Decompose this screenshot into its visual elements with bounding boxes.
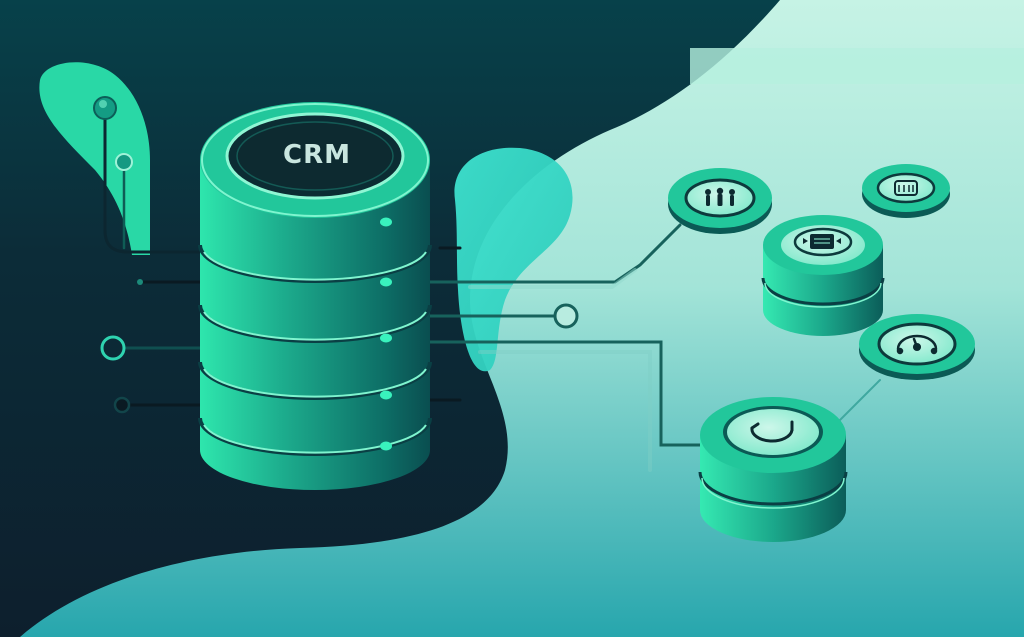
right-circuit-lines [428,223,881,472]
node-document [761,215,885,336]
sync-arrow-icon [750,420,794,443]
connector-ring-dot [115,153,133,171]
crm-label: CRM [283,140,351,170]
connector-ring [100,335,126,361]
left-leaf-shape [39,62,150,256]
haze-band [690,48,1024,84]
document-sync-icon [803,234,841,249]
node-calendar [862,164,950,218]
indicator-lights [380,217,392,451]
node-people [668,168,772,234]
gauge-icon [896,334,938,355]
tier-highlights [203,251,427,454]
node-gauge [859,314,975,380]
calendar-icon [894,180,918,196]
connector-small-dot [137,279,143,285]
connector-ring-right [553,303,579,329]
left-circuit-lines [103,108,207,407]
people-icon [705,187,735,206]
connector-dot-filled [93,96,117,120]
connector-ring-dark [113,396,131,414]
crm-database [198,102,432,490]
connector-dot-shine [99,100,107,108]
node-sync [698,397,848,542]
tier-separators [198,244,432,456]
